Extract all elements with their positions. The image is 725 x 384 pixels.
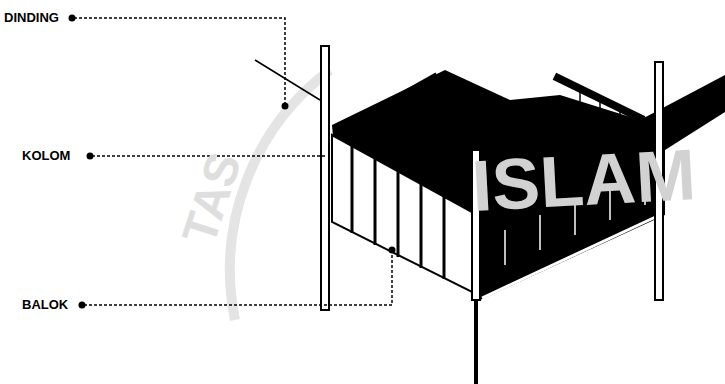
part-label: KOLOM (22, 149, 70, 162)
watermark: ISLAM (470, 138, 697, 222)
column (321, 46, 329, 310)
part-label: BALOK (22, 298, 68, 311)
leader-line (84, 252, 392, 305)
part-label: DINDING (4, 11, 59, 24)
watermark: TAS (175, 147, 249, 250)
wall-line (255, 60, 320, 100)
top-beams (402, 78, 640, 118)
watermark-ring (230, 70, 330, 320)
floor-slab (332, 70, 725, 300)
leader-dots (69, 15, 396, 309)
railing-face (332, 135, 472, 292)
leader-lines (74, 18, 392, 305)
column-base (474, 300, 478, 384)
leader-line (74, 18, 285, 104)
hangers (580, 90, 620, 125)
watermark-arc (230, 70, 330, 320)
